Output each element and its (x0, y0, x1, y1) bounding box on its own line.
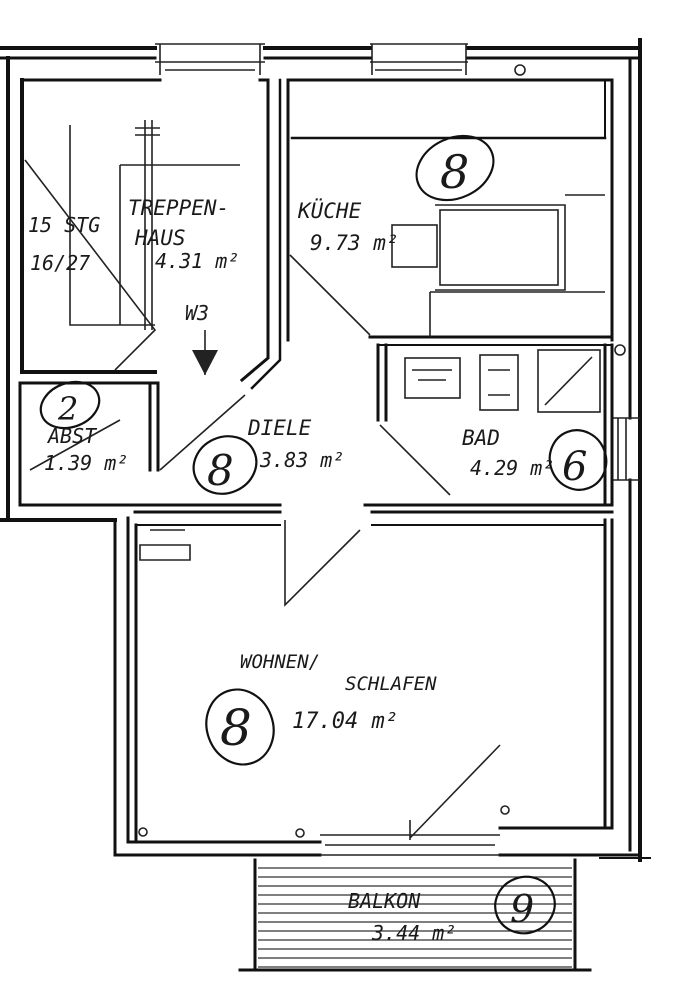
diele-name: DIELE (247, 416, 312, 440)
abst-flooring: 2 (57, 390, 78, 428)
treppenhaus-name-2: HAUS (134, 226, 186, 250)
kueche-area: 9.73 m² (310, 231, 399, 255)
wohnen-area: 17.04 m² (292, 709, 398, 734)
w3-arrow-icon (192, 350, 218, 375)
stairs-steps: 15 STG (28, 213, 100, 237)
treppenhaus-name-1: TREPPEN- (128, 196, 229, 220)
bad-area: 4.29 m² (470, 456, 554, 480)
diele-area: 3.83 m² (259, 448, 344, 472)
outer-walls (0, 38, 651, 862)
bad-flooring: 6 (562, 444, 587, 490)
wohnen-name-2: SCHLAFEN (345, 673, 437, 695)
balkon-flooring: 9 (510, 887, 534, 931)
diele-flooring: 8 (207, 446, 234, 495)
wohnen-flooring: 8 (220, 699, 252, 757)
staircase (24, 120, 240, 471)
stairs-ratio: 16/27 (30, 251, 90, 275)
abst-name: ABST (46, 424, 98, 448)
kueche-flooring: 8 (440, 145, 469, 199)
kueche-name: KÜCHE (297, 198, 362, 223)
outlets (138, 805, 510, 838)
wohnen-name: WOHNEN/ (240, 651, 320, 673)
kitchen-fixtures (391, 64, 605, 337)
w3-label: W3 (185, 301, 209, 325)
treppenhaus-area: 4.31 m² (155, 249, 239, 273)
flooring-markers (39, 134, 608, 935)
bad-name: BAD (462, 426, 500, 450)
balkon-area: 3.44 m² (371, 921, 456, 945)
interior-walls (18, 78, 614, 844)
abst-area: 1.39 m² (44, 451, 128, 475)
balkon-name: BALKON (348, 889, 421, 913)
bathroom-fixtures (404, 344, 626, 413)
door-swings (139, 254, 501, 840)
